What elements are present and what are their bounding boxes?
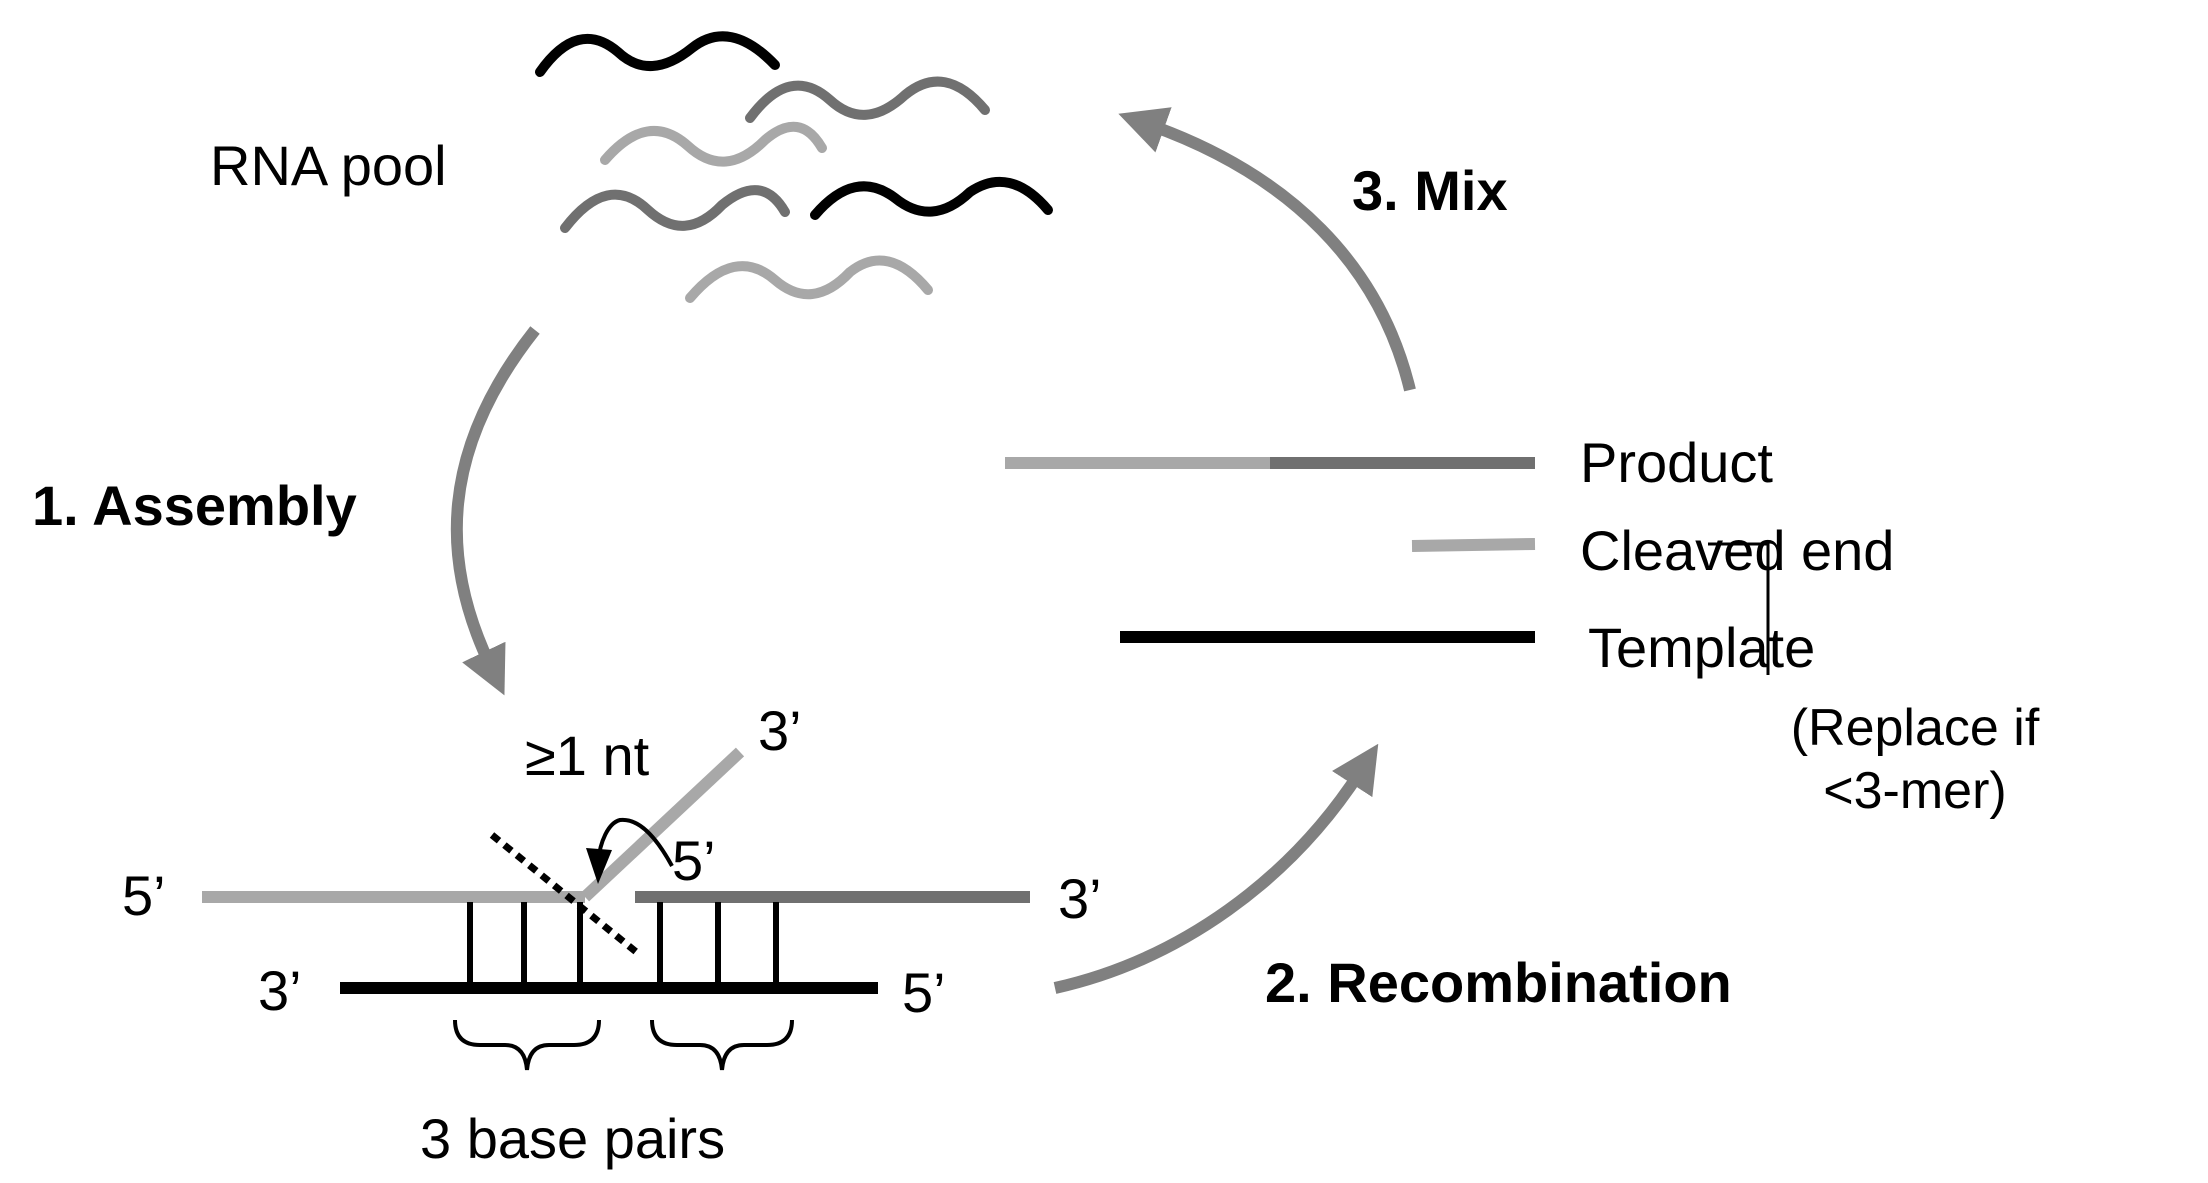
end-5-right-label: 5’ — [902, 961, 946, 1024]
template-label: Template — [1588, 616, 1815, 679]
step-recombination-label: 2. Recombination — [1265, 951, 1732, 1014]
step-mix-label: 3. Mix — [1352, 159, 1508, 222]
base-pairs-label: 3 base pairs — [420, 1107, 725, 1170]
brace-left — [453, 1019, 601, 1071]
transfer-arrowhead — [586, 848, 612, 884]
rna-pool-label: RNA pool — [210, 134, 447, 197]
mix-arrow — [1118, 107, 1416, 392]
left-strand-tail — [580, 747, 745, 902]
min-nt-label: ≥1 nt — [525, 724, 650, 787]
cleaved-end-line — [1411, 538, 1536, 552]
cleaved-end-label: Cleaved end — [1580, 519, 1894, 582]
rna-strand-black-2 — [810, 176, 1053, 220]
base-pairs — [467, 902, 779, 983]
brace-right — [650, 1019, 794, 1071]
output-strands — [1005, 457, 1536, 643]
transfer-curved-arrow — [596, 817, 674, 867]
rna-strand-dark-2 — [560, 185, 790, 233]
step-assembly-label: 1. Assembly — [32, 474, 357, 537]
end-5-left-label: 5’ — [122, 864, 166, 927]
rna-strand-light-1 — [600, 121, 827, 167]
cycle-arrows — [450, 107, 1416, 994]
replace-bracket — [1708, 542, 1770, 675]
rna-strand-black-1 — [535, 31, 780, 77]
rna-pool-strands — [535, 31, 1053, 303]
duplex-assembly — [202, 747, 1030, 1071]
replace-note-line2: <3-mer) — [1823, 762, 2006, 820]
end-3-top-label: 3’ — [758, 699, 802, 762]
rna-strand-dark-1 — [745, 76, 990, 123]
end-3-left-label: 3’ — [258, 959, 302, 1022]
base-pair-braces — [453, 1019, 794, 1071]
product-label: Product — [1580, 431, 1773, 494]
rna-strand-light-2 — [685, 255, 933, 303]
replace-note-line1: (Replace if — [1791, 699, 2040, 757]
end-5-mid-label: 5’ — [672, 829, 716, 892]
end-3-right-label: 3’ — [1058, 867, 1102, 930]
assembly-arrow — [450, 326, 540, 696]
recombination-arrow — [1053, 743, 1379, 994]
